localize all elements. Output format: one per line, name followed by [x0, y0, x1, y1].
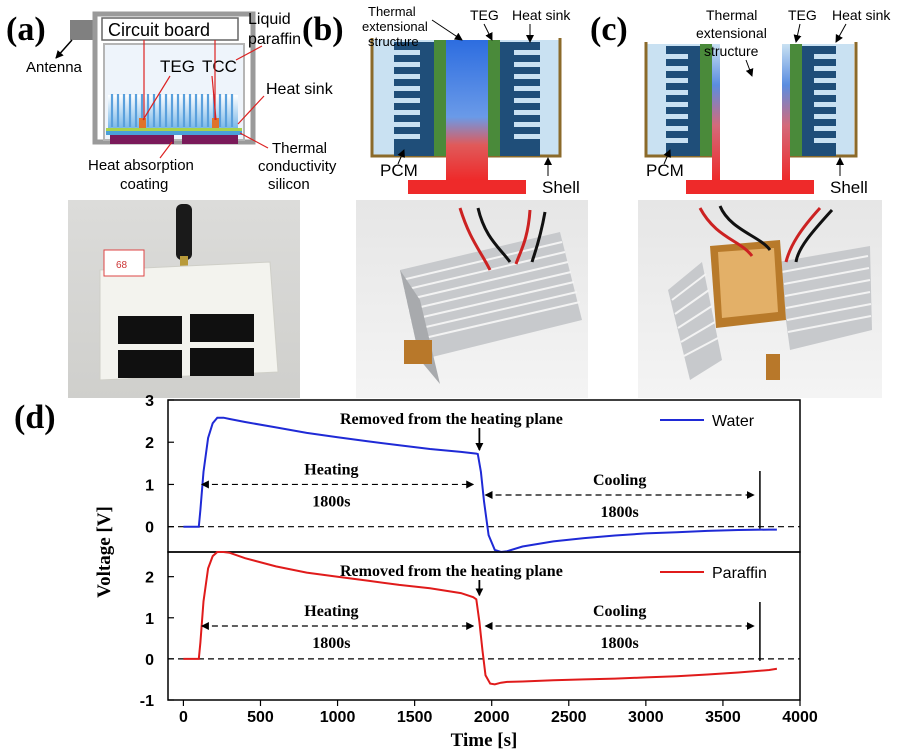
- teg-label-a: TEG: [160, 57, 195, 76]
- teg-label-b: TEG: [470, 7, 499, 23]
- heat-sink-label-b: Heat sink: [512, 7, 571, 23]
- thermal-label-c: Thermal: [706, 7, 757, 23]
- y-tick-label: 2: [145, 435, 154, 452]
- liquid-label: Liquid: [248, 11, 291, 28]
- tcc-label-a: TCC: [202, 57, 237, 76]
- heater-plate-b: [408, 180, 526, 194]
- x-tick-label: 3000: [628, 709, 664, 726]
- x-axis-label: Time [s]: [451, 730, 518, 751]
- fins-c-left: [666, 46, 700, 156]
- x-tick-label: 1500: [397, 709, 433, 726]
- extension-c-left: [712, 44, 720, 180]
- fins-b-right: [500, 42, 540, 156]
- paraffin-label: paraffin: [248, 31, 301, 48]
- circuit-board-rect: [101, 17, 239, 41]
- silicon-label: silicon: [268, 176, 310, 193]
- teg-b-right: [488, 40, 500, 156]
- absorption-coating-right: [182, 135, 238, 144]
- heat-sink-label-a: Heat sink: [266, 81, 334, 98]
- panel-b: (b) Thermal extensional structure TEG He…: [302, 4, 588, 398]
- y-tick-label: -1: [140, 693, 154, 710]
- panel-b-tag: (b): [302, 11, 344, 48]
- heating-label: Heating: [304, 461, 358, 478]
- teg-b-left: [434, 40, 446, 156]
- x-tick-label: 0: [179, 709, 188, 726]
- structure-label-b: structure: [368, 34, 419, 49]
- legend-label-paraffin: Paraffin: [712, 565, 767, 582]
- subplot-frame: [167, 551, 801, 701]
- cooling-duration: 1800s: [601, 504, 639, 521]
- shell-label-b: Shell: [542, 178, 580, 197]
- circuit-board-label: Circuit board: [108, 20, 210, 40]
- heater-plate-c: [686, 180, 814, 194]
- panel-a-tag: (a): [6, 11, 46, 48]
- panel-a-leaders: [142, 40, 269, 159]
- absorption-coating-left: [110, 135, 174, 144]
- heating-duration: 1800s: [312, 493, 350, 510]
- heat-sink-label-c: Heat sink: [832, 7, 891, 23]
- conductivity-label: conductivity: [258, 158, 337, 175]
- panel-b-photo: [356, 200, 588, 398]
- series-line-paraffin: [183, 551, 778, 686]
- y-tick-label: 3: [145, 393, 154, 410]
- panel-a: (a) Circuit board Liquid paraffin Antenn…: [6, 11, 337, 398]
- green-layer: [106, 128, 242, 131]
- coating-label: coating: [120, 176, 168, 193]
- structure-label-c: structure: [704, 43, 759, 59]
- x-tick-label: 1000: [320, 709, 356, 726]
- y-tick-label: 1: [145, 477, 154, 494]
- y-tick-label: 0: [145, 652, 154, 669]
- x-tick-label: 4000: [782, 709, 818, 726]
- fins-c-right: [802, 46, 836, 156]
- panel-c-tag: (c): [590, 11, 628, 48]
- panel-d-tag: (d): [14, 399, 56, 436]
- leaders-c: [663, 23, 847, 176]
- teg-c-right: [790, 44, 802, 156]
- shell-label-c: Shell: [830, 178, 868, 197]
- x-tick-label: 2500: [551, 709, 587, 726]
- panel-c: (c) Thermal extensional structure T: [590, 7, 891, 398]
- cooling-label: Cooling: [593, 603, 646, 620]
- leaders-b: [397, 19, 552, 176]
- heat-absorption-label: Heat absorption: [88, 157, 194, 174]
- y-tick-label: 2: [145, 570, 154, 587]
- teg-label-c: TEG: [788, 7, 817, 23]
- y-axis-label: Voltage [V]: [94, 506, 115, 598]
- teg-block-right: [212, 118, 219, 130]
- series-line-water: [183, 416, 777, 554]
- extensional-label-c: extensional: [696, 25, 767, 41]
- teg-c-left: [700, 44, 712, 156]
- fins-b-left: [394, 42, 434, 156]
- annotation-text: Removed from the heating plane: [340, 563, 563, 580]
- pcm-label-c: PCM: [646, 161, 684, 180]
- thermal-label-a: Thermal: [272, 140, 327, 157]
- antenna-leader: [55, 39, 73, 59]
- pcm-label-b: PCM: [380, 161, 418, 180]
- panel-c-photo: [638, 200, 882, 398]
- x-tick-label: 3500: [705, 709, 741, 726]
- silicon-layer: [106, 130, 242, 135]
- heating-label: Heating: [304, 603, 358, 620]
- cooling-label: Cooling: [593, 472, 646, 489]
- legend-label-water: Water: [712, 413, 755, 430]
- photo-tag-text: 68: [116, 260, 128, 271]
- heating-duration: 1800s: [312, 635, 350, 652]
- thermal-label-b: Thermal: [368, 4, 416, 19]
- y-tick-label: 1: [145, 611, 154, 628]
- extension-b: [446, 40, 488, 180]
- extension-c-right: [782, 44, 790, 180]
- x-tick-label: 500: [247, 709, 274, 726]
- y-tick-label: 0: [145, 520, 154, 537]
- cooling-duration: 1800s: [601, 635, 639, 652]
- teg-block-left: [139, 118, 146, 130]
- annotation-text: Removed from the heating plane: [340, 411, 563, 428]
- x-tick-label: 2000: [474, 709, 510, 726]
- extensional-label-b: extensional: [362, 19, 428, 34]
- panel-a-photo: 68: [68, 200, 300, 398]
- antenna-label: Antenna: [26, 59, 83, 76]
